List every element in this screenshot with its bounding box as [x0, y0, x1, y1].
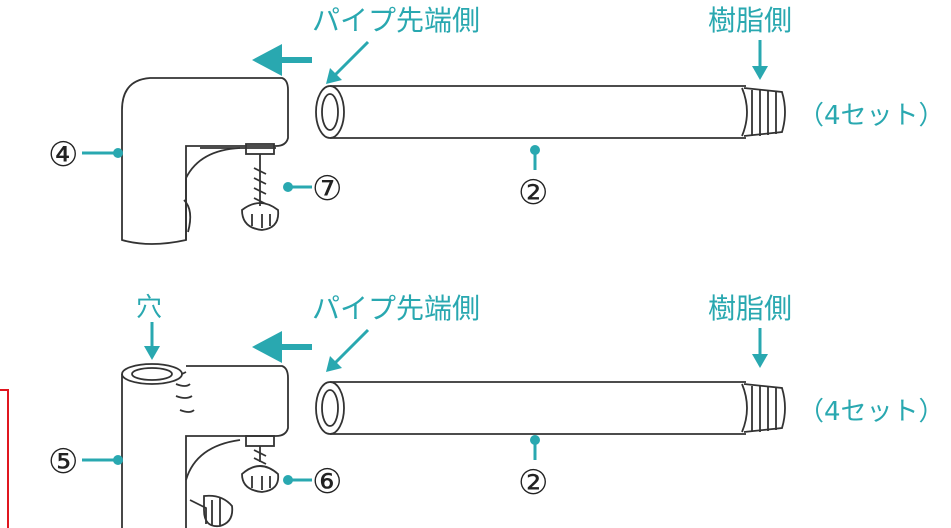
top-pipe-callout: ② [518, 145, 548, 213]
top-pipe-tip-pointer-icon [326, 40, 370, 84]
top-set-label: （4セット） [798, 101, 945, 131]
top-screw-number: ⑦ [312, 169, 342, 209]
bottom-resin-label: 樹脂側 [708, 292, 792, 325]
top-pipe-number: ② [518, 173, 548, 213]
bottom-fitting-callout: ⑤ [48, 442, 123, 482]
top-screw [241, 143, 280, 231]
red-frame-edge [0, 389, 9, 528]
top-resin-label: 樹脂側 [708, 4, 792, 37]
bottom-pipe [315, 381, 786, 435]
bottom-direction-arrow-icon [252, 331, 312, 363]
top-row: パイプ先端側 樹脂側 （4セット） [48, 4, 945, 245]
bottom-screw [241, 435, 280, 493]
top-screw-callout: ⑦ [283, 169, 342, 209]
bottom-set-label: （4セット） [798, 397, 945, 427]
bottom-side-knob [189, 494, 234, 528]
bottom-screw-number: ⑥ [312, 462, 342, 502]
bottom-fitting-number: ⑤ [48, 442, 78, 482]
top-fitting-callout: ④ [48, 135, 123, 175]
bottom-pipe-tip-label: パイプ先端側 [312, 292, 480, 325]
bottom-pipe-number: ② [518, 463, 548, 503]
bottom-hole-label: 穴 [136, 293, 162, 323]
top-fitting-number: ④ [48, 135, 78, 175]
top-pipe [315, 85, 786, 139]
bottom-pipe-callout: ② [518, 435, 548, 503]
bottom-resin-pointer-icon [752, 328, 768, 368]
bottom-screw-callout: ⑥ [283, 462, 342, 502]
bottom-row: 穴 パイプ先端側 樹脂側 （4セット） [48, 292, 945, 528]
top-pipe-tip-label: パイプ先端側 [312, 4, 480, 37]
bottom-tee-fitting [121, 363, 289, 528]
top-elbow-fitting [121, 77, 289, 245]
top-direction-arrow-icon [252, 44, 312, 76]
bottom-pipe-tip-pointer-icon [326, 328, 370, 372]
bottom-hole-pointer-icon [144, 322, 160, 360]
top-resin-pointer-icon [752, 40, 768, 80]
